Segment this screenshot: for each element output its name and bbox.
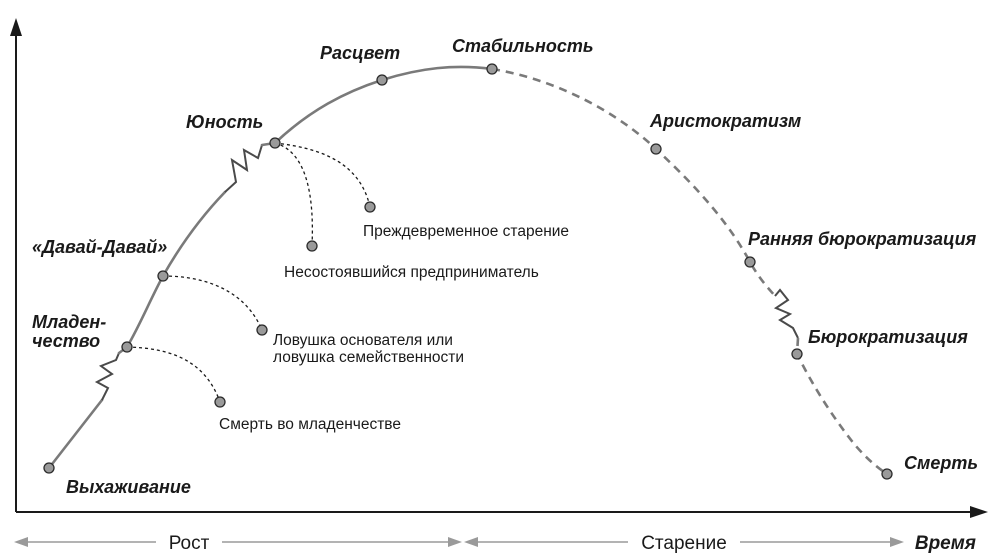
phase-bar: Рост Старение Время xyxy=(14,533,976,554)
label-early-bureaucracy: Ранняя бюрократизация xyxy=(748,229,977,249)
label-infancy-line2: чество xyxy=(32,331,100,351)
label-courtship: Выхаживание xyxy=(66,477,191,497)
label-unfulfilled-entrepreneur: Несостоявшийся предприниматель xyxy=(284,264,539,281)
label-prime: Расцвет xyxy=(320,43,400,63)
aging-curve xyxy=(491,67,888,476)
label-death: Смерть xyxy=(904,453,978,473)
label-founder-trap-line1: Ловушка основателя или xyxy=(273,332,453,349)
branch-founder-trap xyxy=(162,275,263,331)
node-stability xyxy=(486,63,498,75)
branch-unfulfilled-entrepreneur xyxy=(274,142,314,247)
label-time: Время xyxy=(915,533,976,554)
node-go-go xyxy=(157,270,169,282)
node-bureaucracy xyxy=(791,348,803,360)
branch-infant-mortality xyxy=(126,346,221,403)
node-death xyxy=(881,468,893,480)
y-axis-arrow-icon xyxy=(10,18,22,36)
node-adolescence xyxy=(269,137,281,149)
label-premature-aging: Преждевременное старение xyxy=(363,223,569,240)
label-stability: Стабильность xyxy=(452,36,594,56)
stage-labels: Выхаживание Младен- чество «Давай-Давай»… xyxy=(32,36,978,497)
x-axis-arrow-icon xyxy=(970,506,988,518)
node-founder-trap xyxy=(256,324,268,336)
axes xyxy=(10,18,988,518)
label-aristocracy: Аристократизм xyxy=(649,111,801,131)
aging-right-arrow-icon xyxy=(890,537,904,547)
label-growth: Рост xyxy=(169,533,210,554)
growth-right-arrow-icon xyxy=(448,537,462,547)
label-bureaucracy: Бюрократизация xyxy=(808,327,968,347)
label-adolescence: Юность xyxy=(186,112,263,132)
node-premature-aging xyxy=(364,201,376,213)
node-unfulfilled-entrepreneur xyxy=(306,240,318,252)
growth-obstacle-adolescence xyxy=(224,144,263,193)
node-aristocracy xyxy=(650,143,662,155)
node-infancy xyxy=(121,341,133,353)
label-aging: Старение xyxy=(641,533,727,554)
branch-premature-aging xyxy=(274,142,371,208)
label-founder-trap-line2: ловушка семейственности xyxy=(273,349,464,366)
growth-left-arrow-icon xyxy=(14,537,28,547)
aging-obstacle-bureaucracy xyxy=(773,288,799,339)
node-infant-mortality xyxy=(214,396,226,408)
node-early-bureaucracy xyxy=(744,256,756,268)
trap-labels: Смерть во младенчестве Ловушка основател… xyxy=(219,223,569,433)
node-prime xyxy=(376,74,388,86)
node-courtship xyxy=(43,462,55,474)
trap-branches xyxy=(126,142,371,403)
label-infancy-line1: Младен- xyxy=(32,312,106,332)
label-go-go: «Давай-Давай» xyxy=(32,237,167,257)
aging-left-arrow-icon xyxy=(464,537,478,547)
stage-nodes xyxy=(43,63,893,480)
growth-obstacle-infancy xyxy=(94,352,120,401)
label-infant-mortality: Смерть во младенчестве xyxy=(219,416,401,433)
